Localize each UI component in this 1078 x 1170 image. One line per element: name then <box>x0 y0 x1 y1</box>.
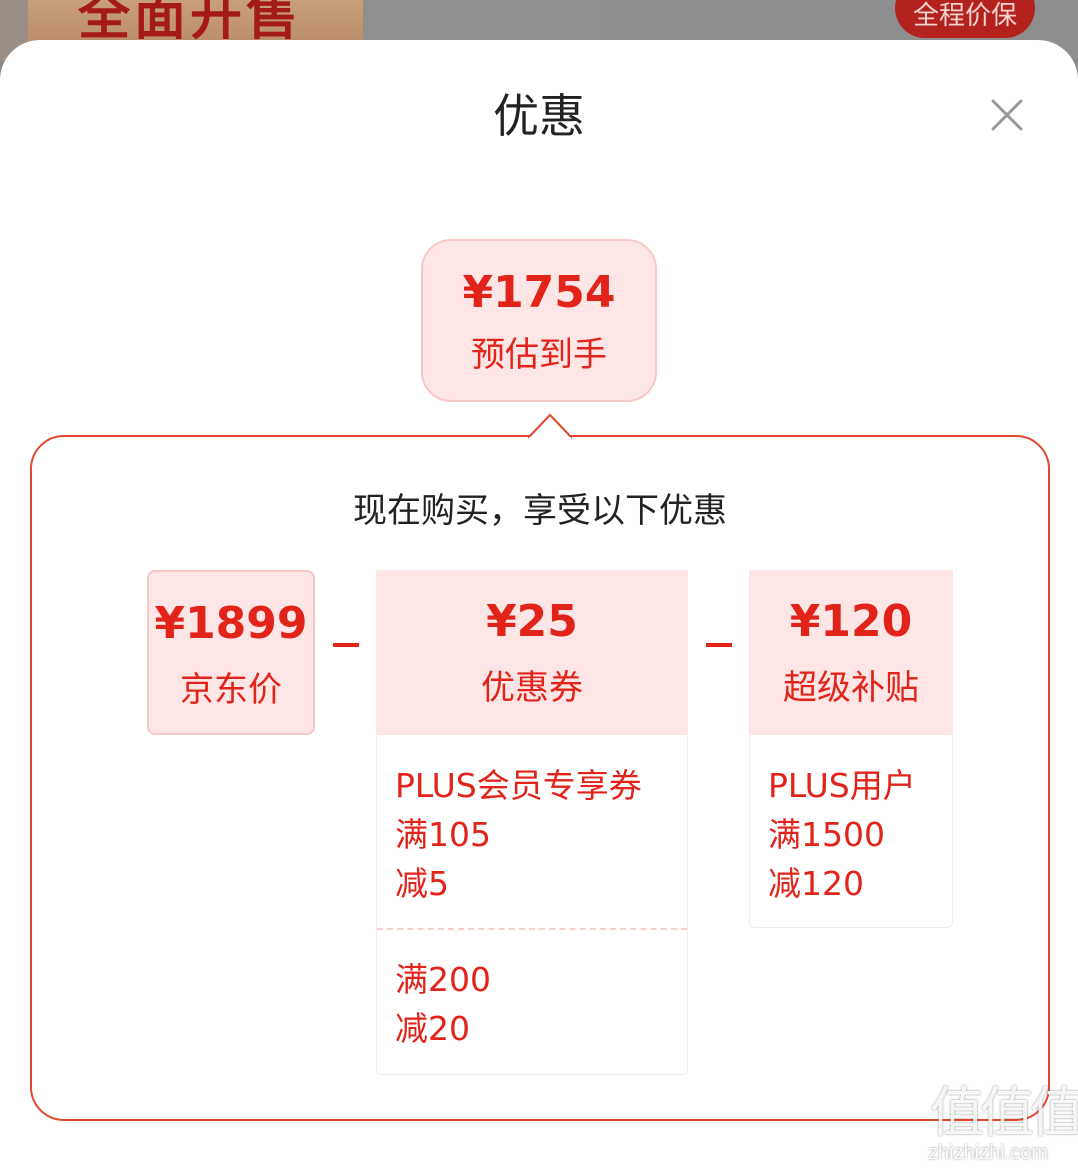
panel-heading: 现在购买，享受以下优惠 <box>353 491 727 531</box>
close-icon <box>991 99 1023 131</box>
watermark-logo: 值值值 <box>930 1081 1078 1144</box>
background-banner: 全面开售 <box>28 0 363 44</box>
coupon-detail-item: PLUS会员专享券 满105 减5 <box>395 761 677 908</box>
discount-breakdown-panel: 现在购买，享受以下优惠 ¥1899 京东价 ¥25 优惠券 PLUS会员专享券 … <box>30 413 1050 1121</box>
jd-price-amount: ¥1899 <box>154 598 308 649</box>
coupon-name: PLUS会员专享券 <box>395 766 642 805</box>
subsidy-amount: ¥120 <box>789 596 913 647</box>
coupon-reduction: 减5 <box>395 864 449 903</box>
subsidy-label: 超级补贴 <box>783 668 919 708</box>
subsidy-detail-card: PLUS用户 满1500 减120 <box>749 735 953 928</box>
background-price-protect-badge: 全程价保 <box>895 0 1035 38</box>
discount-bottom-sheet: 优惠 ¥1754 预估到手 现在购买，享受以下优惠 ¥1899 京东价 ¥25 … <box>0 40 1078 1170</box>
coupon-label: 优惠券 <box>481 668 583 708</box>
estimated-price-bubble: ¥1754 预估到手 <box>421 239 657 402</box>
estimated-price-label: 预估到手 <box>471 335 607 375</box>
coupon-detail-item: 满200 减20 <box>395 955 677 1053</box>
subsidy-reduction: 减120 <box>768 864 864 903</box>
close-button[interactable] <box>982 90 1032 140</box>
watermark-text: zhizhizhi.com <box>928 1142 1049 1164</box>
coupon-reduction: 减20 <box>395 1009 470 1048</box>
sheet-title: 优惠 <box>493 89 585 143</box>
subsidy-detail-item: PLUS用户 满1500 减120 <box>768 761 942 908</box>
panel-pointer <box>528 413 572 439</box>
coupon-amount: ¥25 <box>486 596 578 647</box>
jd-price-box: ¥1899 京东价 <box>147 570 315 735</box>
coupon-threshold: 满105 <box>395 815 491 854</box>
jd-price-label: 京东价 <box>180 670 282 710</box>
coupon-detail-card: PLUS会员专享券 满105 减5 满200 减20 <box>376 735 688 1075</box>
dashed-divider <box>377 928 687 930</box>
coupon-box: ¥25 优惠券 <box>376 570 688 735</box>
coupon-threshold: 满200 <box>395 960 491 999</box>
subsidy-box: ¥120 超级补贴 <box>749 570 953 735</box>
estimated-price: ¥1754 <box>462 267 616 318</box>
minus-sign <box>706 643 732 647</box>
background-banner-text: 全面开售 <box>78 0 303 44</box>
minus-sign <box>333 643 359 647</box>
watermark: 值值值 zhizhizhi.com <box>926 1081 1078 1168</box>
subsidy-eligibility: PLUS用户 <box>768 766 916 805</box>
subsidy-threshold: 满1500 <box>768 815 885 854</box>
